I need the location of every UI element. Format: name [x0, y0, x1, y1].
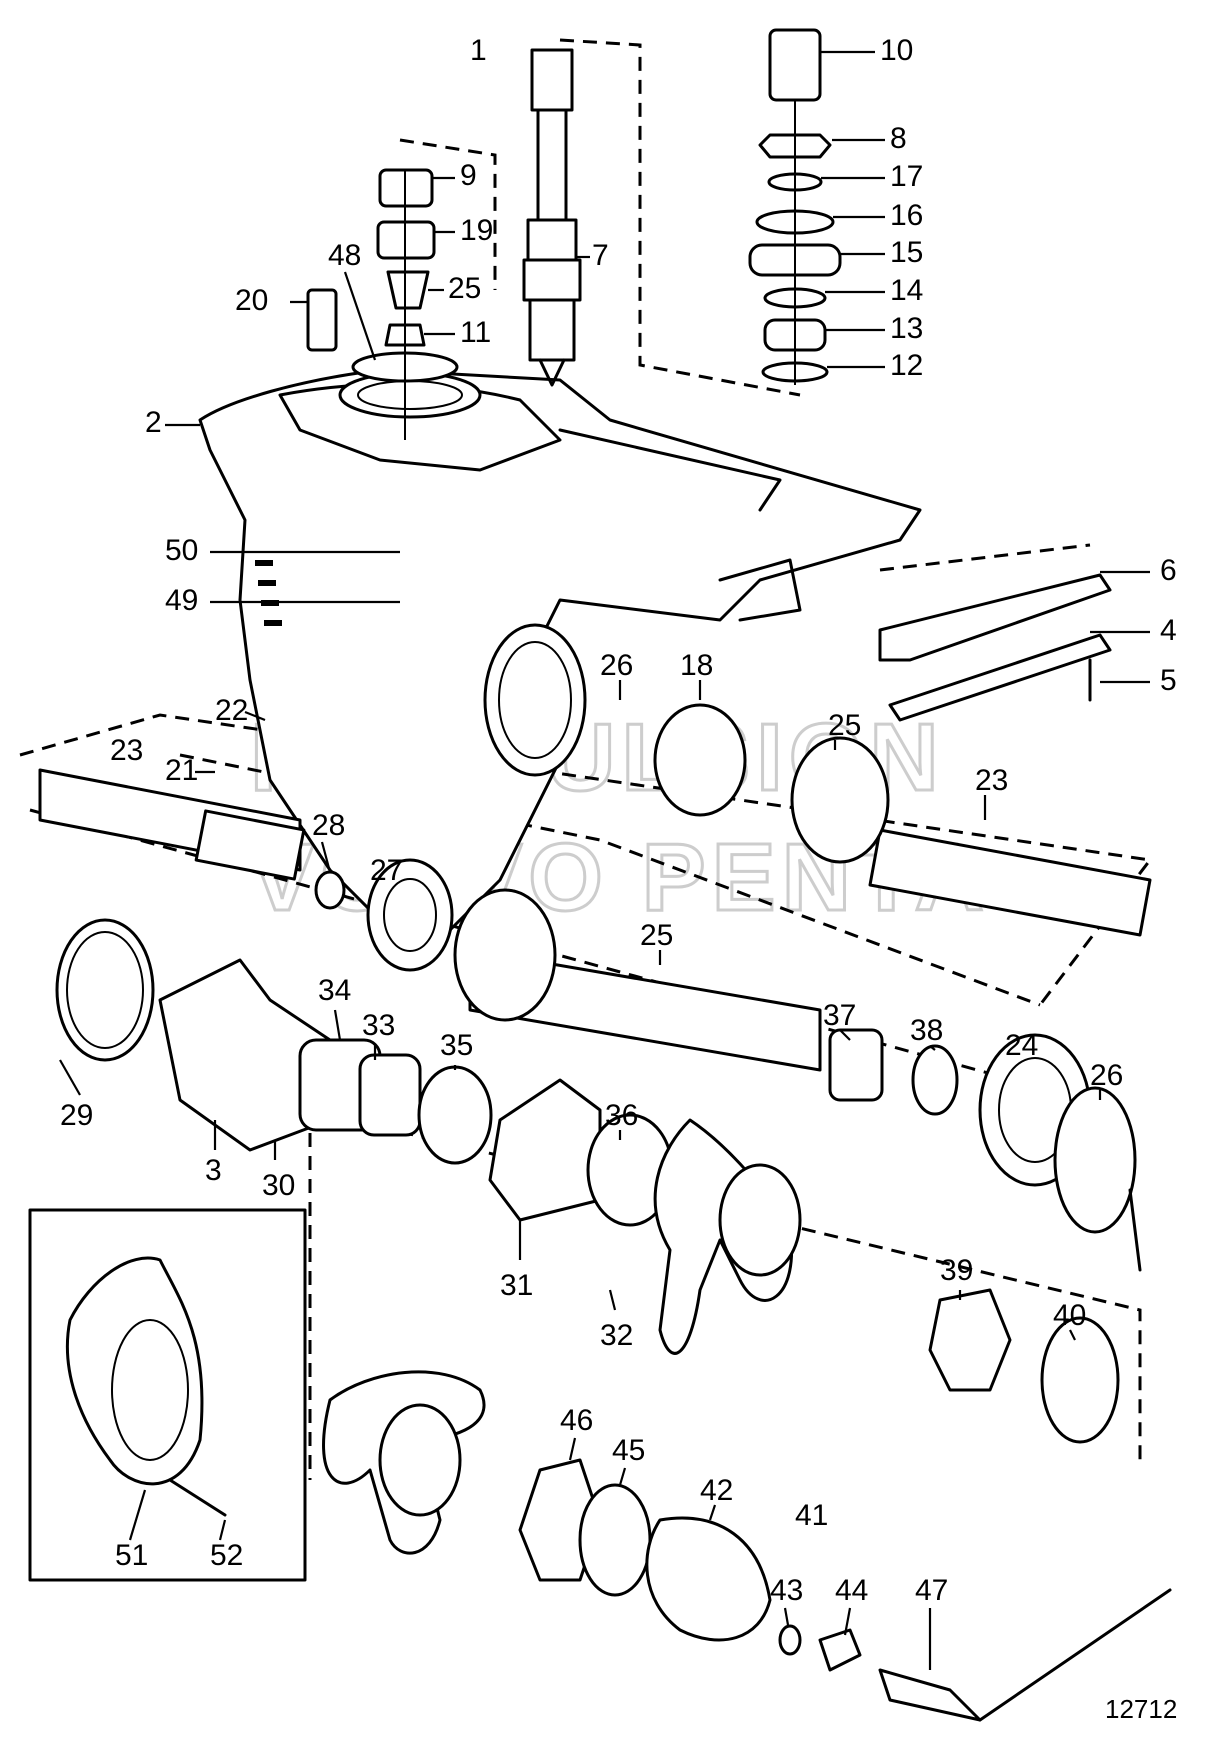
part-label-25: 25 [448, 272, 481, 305]
part-label-5: 5 [1160, 664, 1177, 697]
callout-line-32 [608, 1289, 617, 1311]
callout-line-37 [839, 1029, 851, 1041]
part-label-31: 31 [500, 1269, 533, 1302]
part-label-27: 27 [370, 854, 403, 887]
part-label-34: 34 [318, 974, 351, 1007]
callout-line-28 [320, 841, 332, 873]
part-label-47: 47 [915, 1574, 948, 1607]
part-labels: 1234567891011121314151617181920212223232… [60, 34, 1177, 1607]
callouts [59, 50, 1150, 1670]
lower-row-parts [55, 918, 1142, 1272]
callout-line-34 [333, 1009, 342, 1041]
part-label-23: 23 [110, 734, 143, 767]
part-label-51: 51 [115, 1539, 148, 1572]
part-label-17: 17 [890, 160, 923, 193]
left-bearing-stack [306, 168, 459, 440]
upper-propeller [653, 1118, 1120, 1444]
part-label-45: 45 [612, 1434, 645, 1467]
drawing-number: 12712 [1105, 1694, 1177, 1724]
part-label-2: 2 [145, 406, 162, 439]
part-label-7: 7 [592, 239, 609, 272]
part-label-28: 28 [312, 809, 345, 842]
part-label-39: 39 [940, 1254, 973, 1287]
callout-line-40 [1069, 1329, 1076, 1341]
part-label-36: 36 [605, 1099, 638, 1132]
part-label-40: 40 [1053, 1299, 1086, 1332]
callout-line-22 [244, 710, 266, 722]
part-label-19: 19 [460, 214, 493, 247]
cover-plates [878, 573, 1112, 722]
part-label-14: 14 [890, 274, 923, 307]
part-label-30: 30 [262, 1169, 295, 1202]
part-label-18: 18 [680, 649, 713, 682]
part-label-43: 43 [770, 1574, 803, 1607]
part-label-37: 37 [823, 999, 856, 1032]
part-label-33: 33 [362, 1009, 395, 1042]
part-label-32: 32 [600, 1319, 633, 1352]
part-label-46: 46 [560, 1404, 593, 1437]
part-label-44: 44 [835, 1574, 868, 1607]
part-label-8: 8 [890, 122, 907, 155]
callout-line-29 [59, 1059, 81, 1096]
part-label-9: 9 [460, 159, 477, 192]
part-label-15: 15 [890, 236, 923, 269]
part-label-22: 22 [215, 694, 248, 727]
part-label-29: 29 [60, 1099, 93, 1132]
part-label-21: 21 [165, 754, 198, 787]
callout-line-46 [568, 1437, 577, 1461]
part-label-10: 10 [880, 34, 913, 67]
part-label-50: 50 [165, 534, 198, 567]
callout-line-48 [343, 271, 377, 361]
gear-housing [198, 368, 922, 962]
part-label-20: 20 [235, 284, 268, 317]
part-label-23: 23 [975, 764, 1008, 797]
part-label-25: 25 [828, 709, 861, 742]
propeller-shaft [38, 703, 1152, 1072]
callout-line-38 [929, 1045, 936, 1051]
callout-line-43 [783, 1607, 790, 1626]
inset-detail [28, 1208, 307, 1582]
part-label-3: 3 [205, 1154, 222, 1187]
part-label-41: 41 [795, 1499, 828, 1532]
callout-line-42 [708, 1504, 717, 1521]
drive-shaft [522, 48, 582, 387]
callout-line-51 [128, 1489, 147, 1541]
part-label-38: 38 [910, 1014, 943, 1047]
part-label-16: 16 [890, 199, 923, 232]
part-label-35: 35 [440, 1029, 473, 1062]
part-label-26: 26 [1090, 1059, 1123, 1092]
part-label-24: 24 [1005, 1029, 1038, 1062]
callout-line-52 [218, 1519, 227, 1541]
part-label-25: 25 [640, 919, 673, 952]
part-label-49: 49 [165, 584, 198, 617]
part-label-48: 48 [328, 239, 361, 272]
lower-propeller [322, 1370, 1172, 1722]
right-bearing-stack [748, 28, 842, 385]
part-label-12: 12 [890, 349, 923, 382]
part-label-42: 42 [700, 1474, 733, 1507]
callout-line-44 [843, 1607, 852, 1636]
part-label-13: 13 [890, 312, 923, 345]
part-label-4: 4 [1160, 614, 1177, 647]
part-label-6: 6 [1160, 554, 1177, 587]
part-label-1: 1 [470, 34, 487, 67]
part-label-26: 26 [600, 649, 633, 682]
part-label-52: 52 [210, 1539, 243, 1572]
part-label-11: 11 [460, 316, 491, 349]
callout-line-45 [618, 1467, 627, 1486]
